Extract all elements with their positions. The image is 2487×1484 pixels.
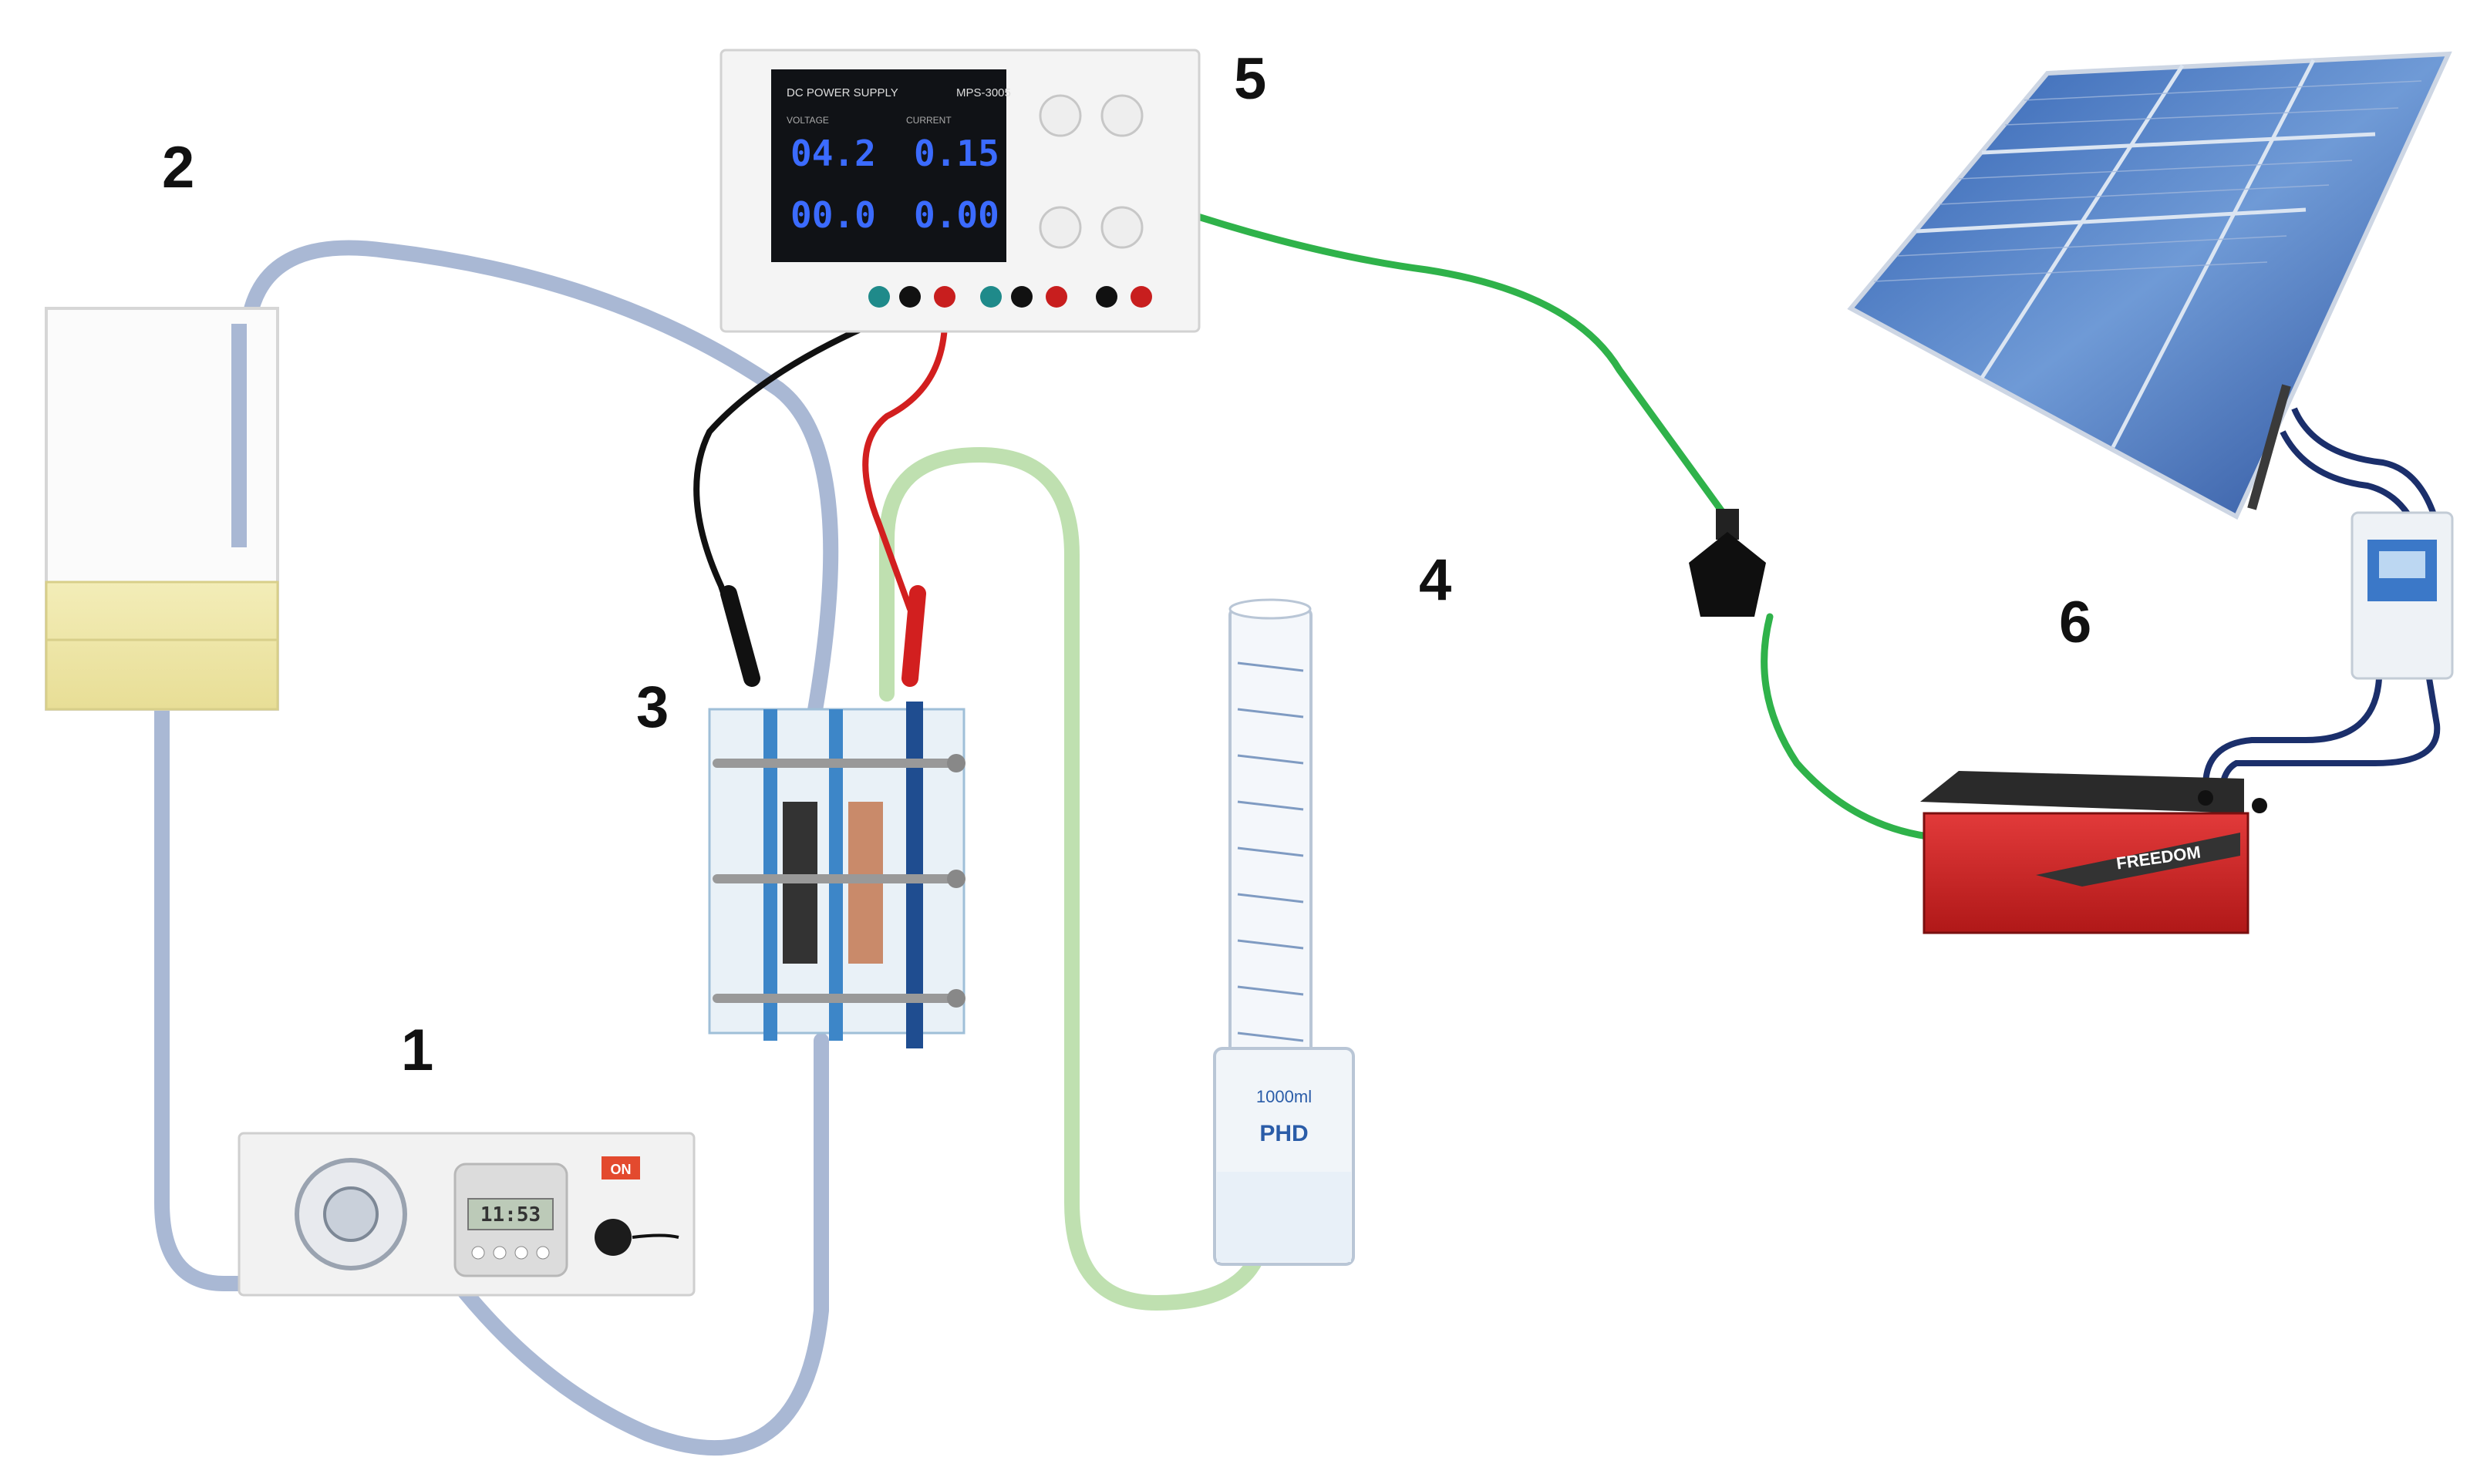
navy-cable-panel-to-controller-2: [2280, 430, 2417, 526]
pentagon-connector: [1689, 509, 1766, 617]
psu-current-label: CURRENT: [906, 115, 952, 126]
green-cable-connector-to-battery: [1761, 613, 1932, 840]
psu-ch2-current: 0.00: [914, 194, 999, 236]
psu-current-knob[interactable]: [1100, 94, 1144, 137]
label-cell: 3: [636, 675, 669, 740]
psu-ch1-voltage: 04.2: [790, 133, 876, 174]
dc-power-supply: DC POWER SUPPLY MPS-3005 VOLTAGE CURRENT…: [719, 49, 1201, 333]
pump-timer-display: 11:53: [480, 1203, 541, 1227]
psu-ch2-voltage: 00.0: [790, 194, 876, 236]
battery: FREEDOM: [1920, 771, 2267, 934]
psu-current-knob-2[interactable]: [1100, 206, 1144, 249]
psu-display-panel: [771, 69, 1006, 262]
return-tube-cell-to-reservoir: [239, 240, 839, 748]
navy-cable-panel-to-controller-1: [2291, 407, 2440, 526]
peristaltic-pump: 11:53 ON: [238, 1132, 696, 1297]
psu-terminals: [868, 286, 1152, 308]
outlet-tube-cell-to-cylinder: [879, 446, 1272, 1311]
label-pump: 1: [401, 1018, 434, 1083]
psu-title: DC POWER SUPPLY: [787, 86, 898, 99]
label-cylinder: 4: [1419, 547, 1452, 613]
label-solar-system: 6: [2059, 590, 2092, 655]
navy-cable-controller-to-battery-1: [2202, 678, 2382, 787]
psu-ch1-current: 0.15: [914, 133, 999, 174]
electrochemical-cell: [708, 585, 965, 1048]
label-reservoir: 2: [162, 135, 195, 200]
pump-timer-screen: [467, 1198, 554, 1230]
feed-tube-reservoir-to-pump: [154, 686, 270, 1291]
psu-model: MPS-3005: [956, 86, 1011, 99]
controller-lcd: [2379, 551, 2425, 578]
solar-panel: [1847, 51, 2452, 520]
charge-controller: [2351, 511, 2454, 680]
pump-switch-label: ON: [611, 1162, 632, 1177]
psu-voltage-label: VOLTAGE: [787, 115, 829, 126]
psu-voltage-knob-2[interactable]: [1039, 206, 1082, 249]
beaker-volume: 1000ml: [1256, 1087, 1312, 1106]
feed-tube-pump-to-cell: [447, 1033, 829, 1456]
reservoir-container: [45, 307, 279, 711]
pump-speed-knob[interactable]: [595, 1219, 632, 1256]
black-lead: [693, 305, 913, 635]
green-cable-psu-to-connector: [1168, 204, 1735, 528]
graduated-cylinder: PHD 1000ml: [1213, 598, 1355, 1266]
beaker-label: PHD: [1259, 1121, 1308, 1146]
pump-power-switch[interactable]: [602, 1156, 640, 1179]
psu-voltage-knob[interactable]: [1039, 94, 1082, 137]
label-power-supply: 5: [1234, 46, 1267, 112]
red-lead: [862, 305, 949, 612]
